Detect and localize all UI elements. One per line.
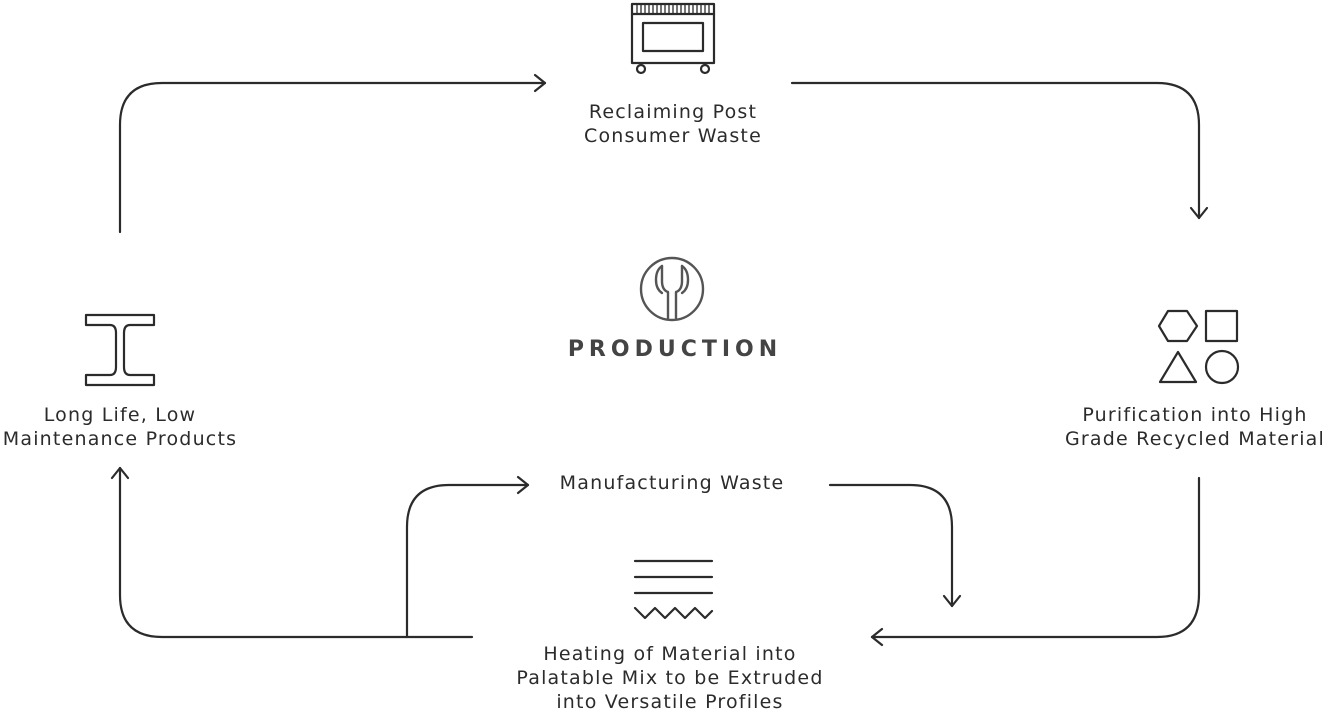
production-title: PRODUCTION <box>567 337 783 362</box>
arrow-heating-to-longlife <box>110 466 474 639</box>
node-label-heating: Heating of Material into Palatable Mix t… <box>490 642 850 714</box>
node-label-manufacturing-waste: Manufacturing Waste <box>532 471 812 495</box>
arrow-reclaiming-to-purification <box>790 81 1209 220</box>
shapes-icon <box>1157 309 1240 385</box>
purification-line-1: Purification into High <box>1082 404 1308 426</box>
arrow-longlife-to-reclaiming <box>118 73 547 234</box>
purification-line-2: Grade Recycled Material <box>1065 428 1325 450</box>
arrow-heating-to-manufacturing-waste <box>405 475 530 639</box>
node-label-reclaiming: Reclaiming Post Consumer Waste <box>523 100 823 148</box>
arrow-manufacturing-waste-to-heating <box>828 483 962 608</box>
long-life-line-2: Maintenance Products <box>2 428 238 450</box>
wrench-icon <box>639 256 705 322</box>
heating-line-1: Heating of Material into <box>543 643 797 665</box>
heat-layers-icon <box>633 559 714 620</box>
heating-line-2: Palatable Mix to be Extruded <box>516 667 824 689</box>
reclaiming-line-2: Consumer Waste <box>584 125 762 147</box>
manufacturing-waste-line-1: Manufacturing Waste <box>559 472 785 494</box>
node-label-long-life: Long Life, Low Maintenance Products <box>0 403 240 451</box>
node-label-purification: Purification into High Grade Recycled Ma… <box>1060 403 1330 451</box>
oven-icon <box>630 2 716 75</box>
long-life-line-1: Long Life, Low <box>43 404 197 426</box>
arrow-purification-to-heating <box>870 476 1201 647</box>
reclaiming-line-1: Reclaiming Post <box>588 101 758 123</box>
i-beam-icon <box>84 313 156 387</box>
heating-line-3: into Versatile Profiles <box>556 691 784 713</box>
